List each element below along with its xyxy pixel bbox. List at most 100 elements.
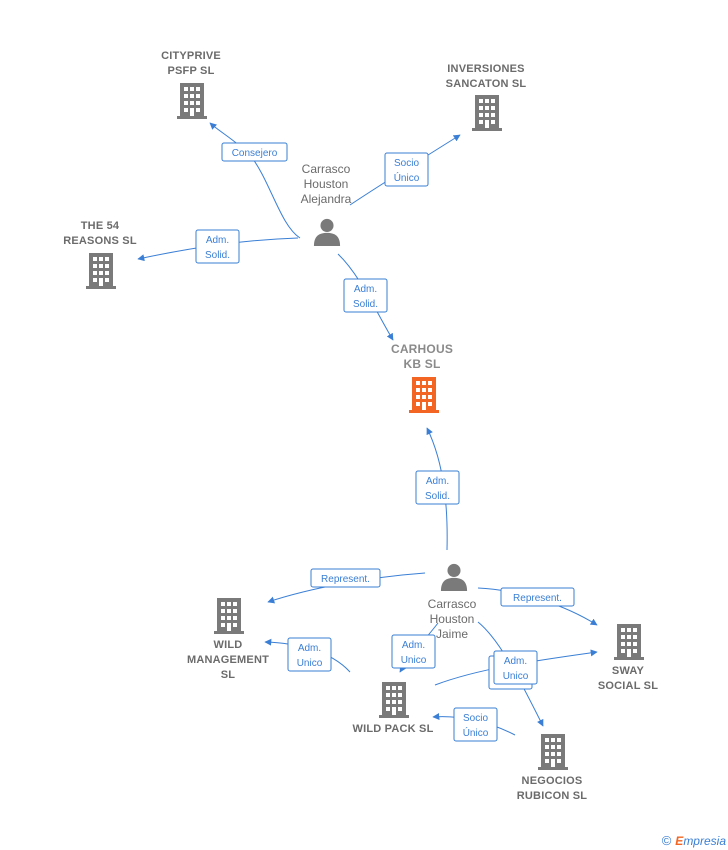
building-icon: [409, 377, 439, 413]
edge-label-text: Adm.: [298, 643, 321, 654]
svg-text:Unico: Unico: [401, 655, 427, 666]
svg-text:Adm.: Adm.: [206, 235, 229, 246]
svg-text:Adm.: Adm.: [354, 284, 377, 295]
company-node-wildpack[interactable]: WILD PACK SL: [352, 682, 433, 735]
edge-label-text: Adm.: [206, 235, 229, 246]
company-node-sway[interactable]: SWAY SOCIAL SL: [598, 624, 658, 692]
building-icon: [472, 95, 502, 131]
person-name: Houston: [304, 177, 349, 191]
company-name: INVERSIONES: [447, 63, 524, 75]
svg-text:Represent.: Represent.: [513, 593, 562, 604]
svg-text:SOCIAL SL: SOCIAL SL: [598, 680, 658, 692]
svg-text:Solid.: Solid.: [353, 299, 378, 310]
edge-line-consejero: [209, 122, 301, 239]
edge-label-text: Adm.: [402, 640, 425, 651]
edges-layer: [137, 122, 598, 736]
edge-label-e4: Adm. Solid.: [343, 278, 388, 313]
svg-text:Solid.: Solid.: [425, 491, 450, 502]
edge-label-text: Adm.: [504, 656, 527, 667]
svg-text:PSFP SL: PSFP SL: [167, 65, 214, 77]
edge-label-e7: Represent.: [500, 587, 575, 607]
company-node-negocios[interactable]: NEGOCIOS RUBICON SL: [517, 734, 588, 802]
company-node-wildmgmt[interactable]: WILD MANAGEMENT SL: [187, 598, 269, 681]
company-name: PSFP SL: [167, 65, 214, 77]
edge-label-text: Único: [394, 171, 420, 184]
company-name: RUBICON SL: [517, 790, 588, 802]
edge-label-e5: Adm. Solid.: [415, 470, 460, 505]
brand-logo-initial: E: [675, 834, 684, 848]
person-name: Jaime: [436, 627, 468, 641]
svg-text:Jaime: Jaime: [436, 627, 468, 641]
company-name: WILD PACK SL: [352, 723, 433, 735]
brand-logo-text: mpresia: [683, 834, 726, 848]
company-name: WILD: [214, 639, 243, 651]
person-name: Carrasco: [428, 597, 477, 611]
edge-label-text: Solid.: [353, 299, 378, 310]
svg-text:Adm.: Adm.: [504, 656, 527, 667]
companies-layer: CITYPRIVE PSFP SL INVERSIONES SANCATON S…: [63, 50, 658, 802]
edge-label-text: Unico: [401, 655, 427, 666]
company-node-inversiones[interactable]: INVERSIONES SANCATON SL: [446, 63, 527, 131]
svg-text:Consejero: Consejero: [232, 148, 278, 159]
edge-label-text: Único: [463, 726, 489, 739]
svg-text:Único: Único: [394, 171, 420, 184]
svg-text:Adm.: Adm.: [402, 640, 425, 651]
svg-text:Represent.: Represent.: [321, 574, 370, 585]
svg-text:CITYPRIVE: CITYPRIVE: [161, 50, 221, 62]
edge-label-text: Unico: [297, 658, 323, 669]
svg-text:Adm.: Adm.: [426, 476, 449, 487]
svg-text:CARHOUS: CARHOUS: [391, 342, 453, 356]
svg-text:RUBICON SL: RUBICON SL: [517, 790, 588, 802]
edge-label-e1: Consejero: [221, 142, 288, 162]
company-name: CITYPRIVE: [161, 50, 221, 62]
edge-label-text: Solid.: [425, 491, 450, 502]
building-icon: [379, 682, 409, 718]
person-name: Alejandra: [301, 192, 352, 206]
company-name: SL: [221, 669, 236, 681]
company-node-carhous[interactable]: CARHOUS KB SL: [391, 342, 453, 413]
svg-text:REASONS SL: REASONS SL: [63, 235, 137, 247]
person-name: Houston: [430, 612, 475, 626]
edge-label-text: Represent.: [321, 574, 370, 585]
person-icon: [313, 218, 341, 246]
company-name: SWAY: [612, 665, 645, 677]
svg-text:Único: Único: [463, 726, 489, 739]
edge-label-text: Solid.: [205, 250, 230, 261]
svg-text:WILD: WILD: [214, 639, 243, 651]
footer-brand: ©Empresia: [662, 833, 726, 848]
company-name: SOCIAL SL: [598, 680, 658, 692]
edge-label-text: Socio: [394, 158, 419, 169]
svg-text:Unico: Unico: [503, 671, 529, 682]
edge-label-text: Represent.: [513, 593, 562, 604]
svg-text:Carrasco: Carrasco: [428, 597, 477, 611]
edge-label-text: Socio: [463, 713, 488, 724]
person-name: Carrasco: [302, 162, 351, 176]
edge-label-e2: Socio Único: [384, 152, 429, 187]
svg-text:MANAGEMENT: MANAGEMENT: [187, 654, 269, 666]
company-name: NEGOCIOS: [522, 775, 583, 787]
edge-label-text: Adm.: [354, 284, 377, 295]
company-name: REASONS SL: [63, 235, 137, 247]
edge-label-e10: Adm. Unico: [488, 650, 538, 690]
edge-label-text: Adm.: [426, 476, 449, 487]
svg-text:Alejandra: Alejandra: [301, 192, 352, 206]
company-name: CARHOUS: [391, 342, 453, 356]
company-node-the54[interactable]: THE 54 REASONS SL: [63, 220, 137, 289]
person-node-alejandra[interactable]: Carrasco Houston Alejandra: [301, 162, 352, 246]
svg-text:KB SL: KB SL: [404, 357, 441, 371]
person-node-jaime[interactable]: Carrasco Houston Jaime: [428, 563, 477, 641]
building-icon: [614, 624, 644, 660]
edge-labels: Consejero Socio Único Adm. Solid. Adm. S…: [195, 142, 575, 742]
svg-text:Houston: Houston: [430, 612, 475, 626]
svg-text:Socio: Socio: [463, 713, 488, 724]
svg-text:Solid.: Solid.: [205, 250, 230, 261]
svg-text:Houston: Houston: [304, 177, 349, 191]
edge-label-e11: Socio Único: [453, 707, 498, 742]
building-icon: [538, 734, 568, 770]
svg-text:SWAY: SWAY: [612, 665, 645, 677]
company-node-cityprive[interactable]: CITYPRIVE PSFP SL: [161, 50, 221, 119]
svg-text:SL: SL: [221, 669, 236, 681]
edge-label-text: Consejero: [232, 148, 278, 159]
